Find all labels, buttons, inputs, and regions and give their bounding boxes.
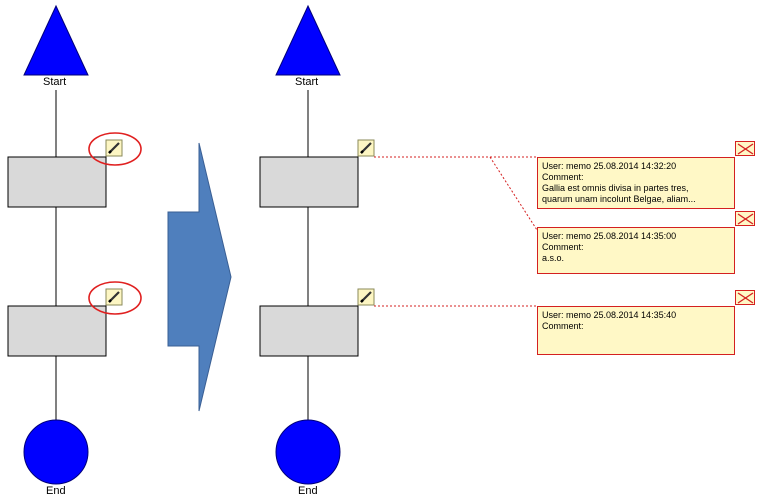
close-x-icon[interactable] xyxy=(735,290,755,305)
memo-comment-line: a.s.o. xyxy=(542,253,565,263)
right-flow xyxy=(259,4,538,485)
pencil-icon[interactable] xyxy=(357,288,375,306)
memo-header: User: memo 25.08.2014 14:35:00 xyxy=(542,231,677,241)
start-event-triangle[interactable] xyxy=(275,4,341,76)
memo-note[interactable]: User: memo 25.08.2014 14:32:20 Comment: … xyxy=(537,157,735,209)
memo-comment-label: Comment: xyxy=(542,172,584,182)
memo-comment-line: quarum unam incolunt Belgae, aliam... xyxy=(542,194,696,204)
pencil-icon[interactable] xyxy=(105,139,123,157)
memo-comment-label: Comment: xyxy=(542,321,584,331)
memo-header: User: memo 25.08.2014 14:32:20 xyxy=(542,161,677,171)
close-x-icon[interactable] xyxy=(735,141,755,156)
close-x-icon[interactable] xyxy=(735,211,755,226)
memo-note[interactable]: User: memo 25.08.2014 14:35:40 Comment: xyxy=(537,306,735,355)
memo-header: User: memo 25.08.2014 14:35:40 xyxy=(542,310,677,320)
highlight-ellipse xyxy=(88,281,142,315)
memo-connector xyxy=(489,156,538,231)
transition-arrow xyxy=(167,142,232,412)
start-event-triangle[interactable] xyxy=(23,4,89,76)
left-flow xyxy=(7,4,142,485)
task-box[interactable] xyxy=(7,305,107,357)
task-box[interactable] xyxy=(259,305,359,357)
end-label: End xyxy=(46,485,66,497)
highlight-ellipse xyxy=(88,132,142,166)
pencil-icon[interactable] xyxy=(105,288,123,306)
task-box[interactable] xyxy=(7,156,107,208)
memo-comment-line: Gallia est omnis divisa in partes tres, xyxy=(542,183,689,193)
start-label: Start xyxy=(43,76,67,88)
task-box[interactable] xyxy=(259,156,359,208)
start-label: Start xyxy=(295,76,319,88)
end-event-circle[interactable] xyxy=(23,419,89,485)
memo-note[interactable]: User: memo 25.08.2014 14:35:00 Comment: … xyxy=(537,227,735,274)
end-event-circle[interactable] xyxy=(275,419,341,485)
pencil-icon[interactable] xyxy=(357,139,375,157)
memo-comment-label: Comment: xyxy=(542,242,584,252)
end-label: End xyxy=(298,485,318,497)
